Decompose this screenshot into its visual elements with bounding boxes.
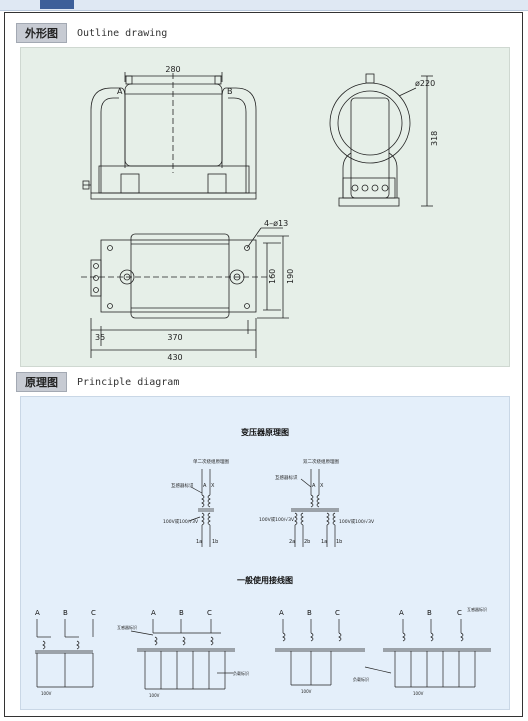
w4-phase-b: B (427, 609, 432, 617)
w4-ct-label: 互感器标识 (467, 606, 487, 612)
terminal-a: A (117, 87, 123, 96)
dim-430: 430 (167, 353, 182, 362)
diag2-terminal-x: X (320, 483, 324, 489)
dim-318: 318 (430, 131, 439, 146)
w2-phase-c: C (207, 609, 212, 617)
w4-phase-a: A (399, 609, 404, 617)
diag1-terminal-1a: 1a (196, 539, 202, 545)
w2-phase-a: A (151, 609, 156, 617)
diag2-terminal-a: A (312, 483, 316, 489)
diag1-ct-label: 互感器标识 (171, 482, 194, 489)
w3-load-label: 负载标识 (353, 676, 369, 682)
w1-phase-c: C (91, 609, 96, 617)
w1-phase-a: A (35, 609, 40, 617)
diag2-ct-label: 互感器标识 (275, 474, 298, 481)
diag1-terminal-a: A (203, 483, 207, 489)
w3-phase-b: B (307, 609, 312, 617)
principle-diagram: 变压器原理图 单二次绕组原理图 互感器标识 100V或100/√3V A X 1… (35, 427, 491, 698)
principle-tag: 原理图 (16, 372, 67, 392)
company-logo (40, 0, 74, 9)
diag1-terminal-x: X (211, 483, 215, 489)
outline-section-header: 外形图 Outline drawing (16, 23, 167, 43)
outline-tag: 外形图 (16, 23, 67, 43)
dim-280: 280 (165, 65, 180, 74)
transformer-principle-title: 变压器原理图 (241, 427, 289, 437)
diag2-terminal-1a: 1a (321, 539, 327, 545)
diag1-voltage-label: 100V或100/√3V (163, 518, 199, 525)
w4-v100: 100V (413, 691, 424, 696)
diag2-voltage-label-2: 100V或100/√3V (339, 518, 375, 525)
diag2-terminal-2a: 2a (289, 539, 295, 545)
principle-diagram-panel: 变压器原理图 单二次绕组原理图 互感器标识 100V或100/√3V A X 1… (20, 396, 510, 710)
dim-160: 160 (268, 269, 277, 284)
dim-hole: 4–ø13 (264, 219, 288, 228)
diag2-top-label: 双二次绕组原理图 (303, 458, 339, 465)
diag1-top-label: 单二次绕组原理图 (193, 458, 229, 465)
diag2-voltage-label-1: 100V或100/√3V (259, 516, 295, 523)
dim-35: 35 (95, 333, 105, 342)
diag1-terminal-1b: 1b (212, 539, 218, 545)
w2-load-label: 负载标识 (233, 670, 249, 676)
dim-190: 190 (286, 269, 295, 284)
outline-drawing-panel: 280 A B ø220 318 4–ø13 160 190 35 370 43… (20, 47, 510, 367)
w2-ct-label: 互感器标识 (117, 624, 137, 630)
w2-phase-b: B (179, 609, 184, 617)
principle-title: Principle diagram (77, 376, 180, 388)
w1-phase-b: B (63, 609, 68, 617)
principle-section-header: 原理图 Principle diagram (16, 372, 179, 392)
w3-v100: 100V (301, 689, 312, 694)
w3-phase-c: C (335, 609, 340, 617)
dim-diameter: ø220 (415, 79, 435, 88)
usage-wiring-title: 一般使用接线图 (237, 575, 293, 585)
terminal-b: B (227, 87, 233, 96)
outline-drawing: 280 A B ø220 318 4–ø13 160 190 35 370 43… (81, 65, 439, 362)
top-header-bar (0, 0, 528, 11)
diag2-terminal-2b: 2b (304, 539, 310, 545)
w1-v100: 100V (41, 691, 52, 696)
w2-v100: 100V (149, 693, 160, 698)
dim-370: 370 (167, 333, 182, 342)
diag2-terminal-1b: 1b (336, 539, 342, 545)
outline-title: Outline drawing (77, 27, 168, 39)
w3-phase-a: A (279, 609, 284, 617)
w4-phase-c: C (457, 609, 462, 617)
